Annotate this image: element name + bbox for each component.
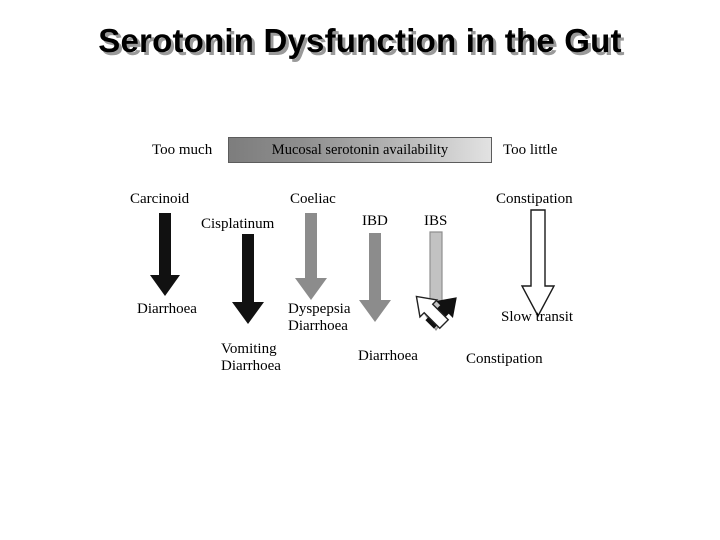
- arrow-ibd: [359, 233, 391, 322]
- node-coeliac-effect-line2: Diarrhoea: [288, 318, 348, 334]
- node-cisplatinum-effect-line2: Diarrhoea: [221, 358, 281, 374]
- node-coeliac-effect-line1: Dyspepsia: [288, 301, 351, 317]
- arrow-ibs-branch-constipation: [415, 295, 450, 330]
- node-ibs-cause: IBS: [424, 213, 448, 229]
- arrow-ibs: [418, 231, 454, 332]
- gradient-bar-label: Mucosal serotonin availability: [271, 141, 449, 158]
- node-carcinoid-effect: Diarrhoea: [137, 301, 197, 317]
- node-constipation-effect: Slow transit: [501, 309, 574, 325]
- node-cisplatinum-cause: Cisplatinum: [201, 216, 275, 232]
- arrow-carcinoid: [150, 213, 180, 296]
- arrow-coeliac: [295, 213, 327, 300]
- arrow-ibs-branch-diarrhoea: [425, 297, 457, 329]
- arrow-cisplatinum: [232, 234, 264, 324]
- mucosal-serotonin-gradient-bar: Mucosal serotonin availability: [228, 137, 492, 163]
- node-ibd-effect: Diarrhoea: [358, 348, 418, 364]
- arrow-constipation: [520, 209, 556, 318]
- scale-right-label: Too little: [503, 142, 558, 158]
- page-title: Serotonin Dysfunction in the Gut: [98, 22, 622, 59]
- node-carcinoid-cause: Carcinoid: [130, 191, 190, 207]
- node-cisplatinum-effect-line1: Vomiting: [221, 341, 277, 357]
- node-ibd-cause: IBD: [362, 213, 388, 229]
- scale-left-label: Too much: [152, 142, 213, 158]
- node-constipation-cause: Constipation: [496, 191, 573, 207]
- node-coeliac-cause: Coeliac: [290, 191, 336, 207]
- node-ibs-effect-constipation: Constipation: [466, 351, 543, 367]
